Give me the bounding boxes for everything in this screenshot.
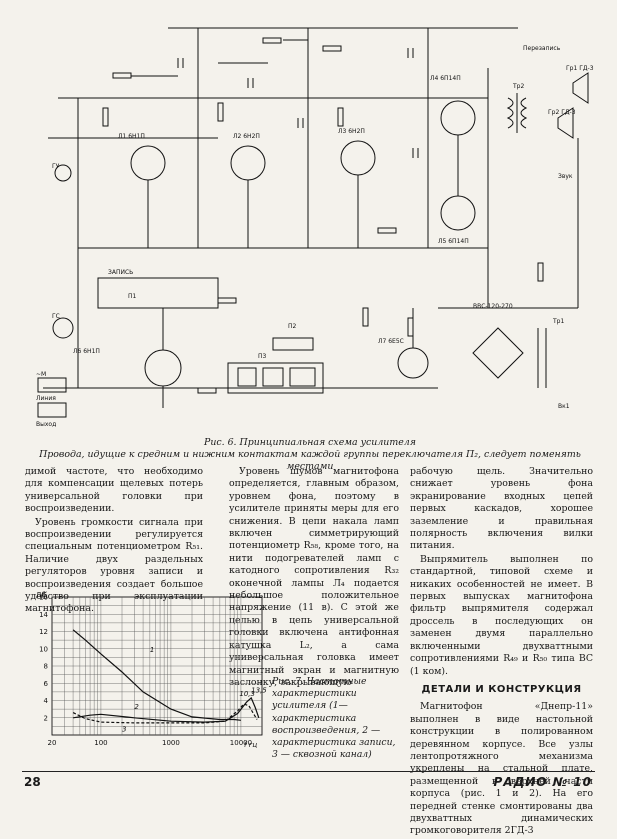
schematic-label-23: Тр1 (552, 318, 564, 325)
schematic-label-10: Тр2 (512, 83, 524, 90)
schematic-label-19: Выход (36, 421, 56, 428)
schematic-label-17: ВВС-120-270 (473, 303, 513, 310)
chart-x-tick-label: 1000 (162, 739, 180, 747)
chart-annotation: 3 (122, 726, 126, 734)
schematic-label-12: ГС (52, 313, 60, 320)
chart-y-tick-label: 16 (39, 594, 48, 602)
paragraph: димой частоте, что необходимо для компен… (25, 466, 203, 515)
magazine-name: РАДИО № 10 (493, 775, 592, 789)
chart-series-1-line (72, 629, 241, 721)
amplifier-schematic: Перезапись Гр1 ГД-3 Гр2 ГД-3 Л4 6П14П Л5… (18, 8, 608, 436)
chart-x-axis-label: f гц (244, 741, 257, 749)
paragraph: Уровень шумов магнитофона определяется, … (229, 466, 399, 688)
figure-6-title: Рис. 6. Принципиальная схема усилителя (204, 437, 416, 448)
schematic-label-16: П3 (258, 353, 267, 360)
chart-y-tick-label: 12 (39, 628, 48, 636)
schematic-label-13: ЗАПИСЬ (108, 269, 133, 276)
chart-y-tick-label: 4 (44, 697, 49, 705)
schematic-label-8: Л6 6Н1П (73, 348, 100, 355)
schematic-label-1: Гр1 ГД-3 (566, 65, 594, 72)
chart-series-2-line (73, 696, 260, 723)
schematic-label-15: П2 (288, 323, 297, 330)
chart-x-tick-label: 100 (94, 739, 107, 747)
chart-y-tick-label: 2 (44, 714, 48, 722)
chart-annotation: 2 (134, 703, 139, 711)
magazine-page: Перезапись Гр1 ГД-3 Гр2 ГД-3 Л4 6П14П Л5… (18, 8, 608, 836)
schematic-label-14: П1 (128, 293, 137, 300)
schematic-label-20: Линия (36, 395, 56, 402)
chart-annotation: 13,5 (251, 687, 267, 695)
chart-y-tick-label: 8 (44, 663, 48, 671)
paragraph: Выпрямитель выполнен по стандартной, тип… (410, 553, 593, 677)
schematic-label-9: Л7 6Е5С (378, 338, 404, 345)
figure-7-caption: Рис. 7. Частотные характеристики усилите… (272, 676, 396, 761)
schematic-label-7: Л3 6Н2П (338, 128, 365, 135)
text-column-1: димой частоте, что необходимо для компен… (25, 466, 203, 617)
schematic-label-21: ~М (36, 371, 46, 378)
chart-y-tick-label: 10 (39, 645, 48, 653)
schematic-label-0: Перезапись (523, 45, 561, 52)
chart-y-tick-label: 6 (44, 680, 49, 688)
chart-y-axis-label: Дб (36, 591, 46, 599)
paragraph: Магнитофон «Днепр-11» выполнен в виде на… (410, 701, 593, 837)
schematic-label-3: Л4 6П14П (430, 75, 461, 82)
schematic-label-18: Вк1 (558, 403, 570, 410)
schematic-label-22: Звук (558, 173, 573, 180)
footer-rule (22, 771, 595, 772)
chart-annotation: 1 (150, 646, 154, 654)
figure-6-caption: Рис. 6. Принципиальная схема усилителя П… (20, 437, 600, 473)
page-number: 28 (24, 775, 41, 789)
schematic-label-6: Л2 6Н2П (233, 133, 260, 140)
section-heading: ДЕТАЛИ И КОНСТРУКЦИЯ (421, 683, 582, 695)
figure-6-note: Провода, идущие к средним и нижним конта… (39, 449, 581, 472)
schematic-label-4: Л5 6П14П (438, 238, 469, 245)
text-column-2: Уровень шумов магнитофона определяется, … (229, 466, 399, 690)
chart-series-3-line (72, 703, 258, 724)
chart-x-tick-label: 10000 (230, 739, 252, 747)
paragraph: рабочую щель. Значительно снижает уровен… (410, 466, 593, 552)
chart-annotation: 10,3 (239, 690, 255, 698)
schematic-label-2: Гр2 ГД-3 (548, 109, 576, 116)
chart-x-tick-label: 20 (48, 739, 57, 747)
schematic-drawing: Перезапись Гр1 ГД-3 Гр2 ГД-3 Л4 6П14П Л5… (36, 27, 594, 428)
chart-y-tick-label: 14 (39, 611, 48, 619)
schematic-label-11: ГУ (52, 163, 60, 170)
schematic-label-5: Л1 6Н1П (118, 133, 145, 140)
